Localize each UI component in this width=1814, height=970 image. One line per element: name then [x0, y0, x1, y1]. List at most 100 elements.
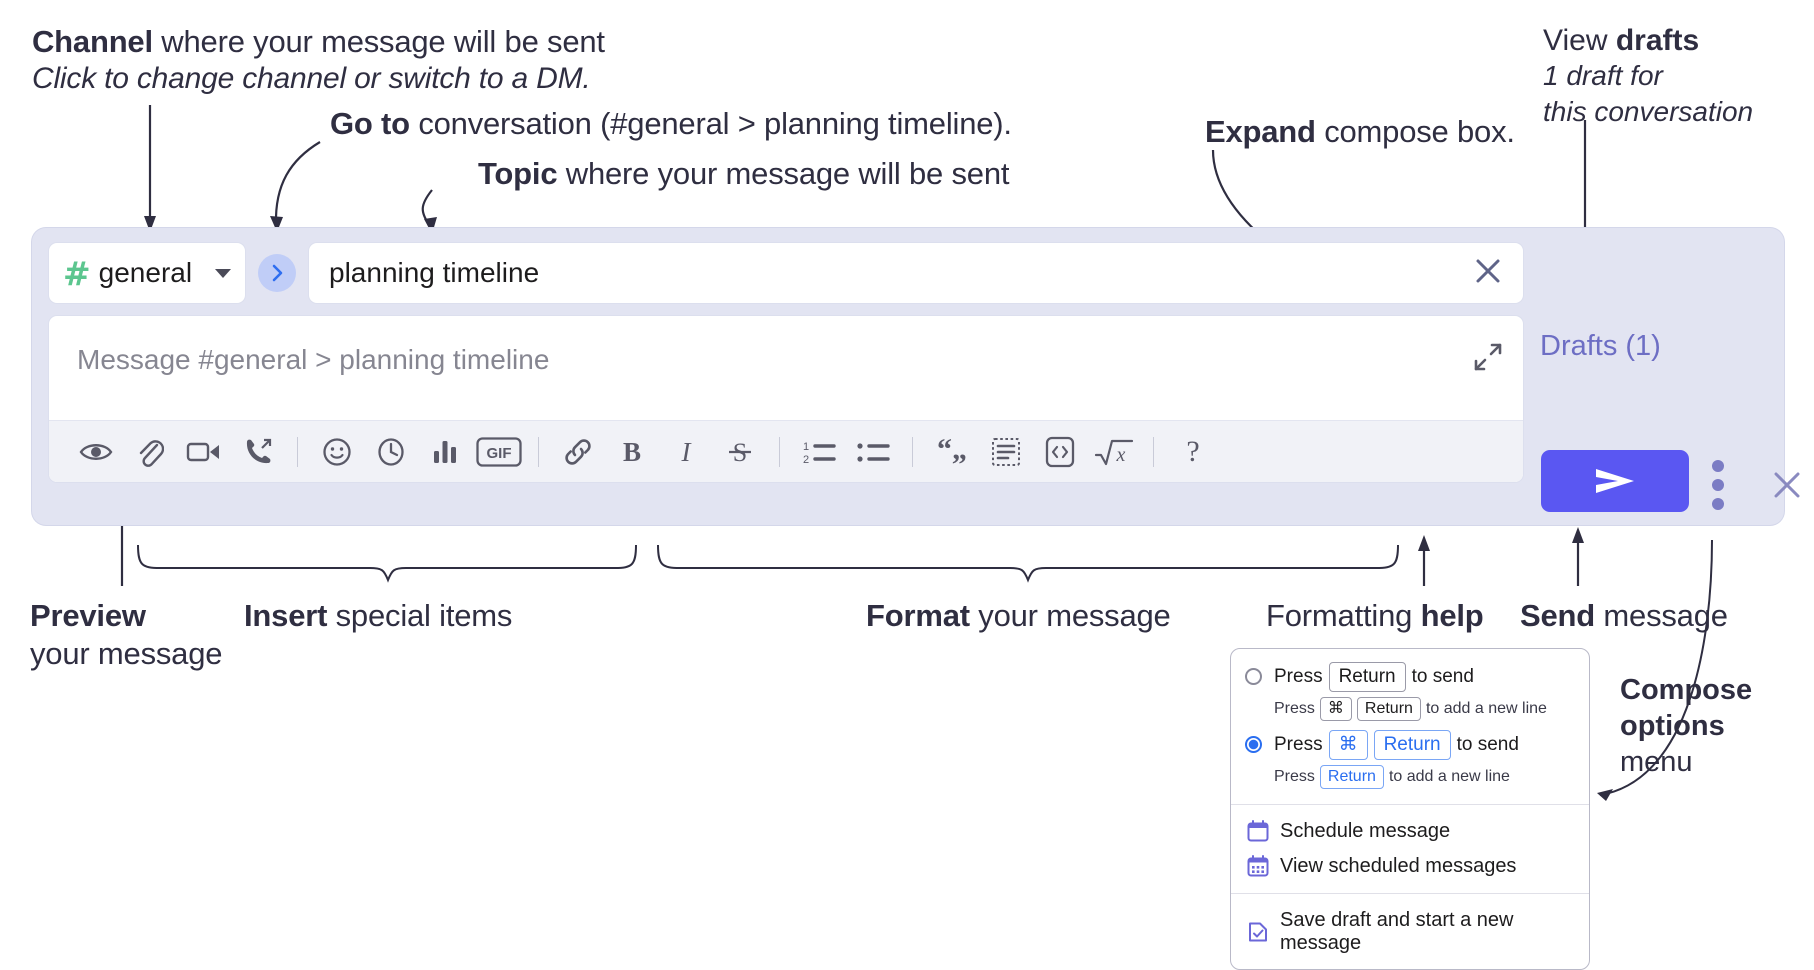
expand-compose-icon[interactable]	[1473, 342, 1503, 377]
italic-icon[interactable]: I	[659, 430, 713, 474]
calendar-grid-icon	[1247, 855, 1269, 877]
help-icon[interactable]: ?	[1166, 430, 1220, 474]
svg-text:I: I	[681, 437, 693, 467]
menu-item-label: View scheduled messages	[1280, 854, 1517, 877]
compose-box: # general planning timeline	[32, 228, 1800, 525]
menu-divider	[1231, 892, 1589, 894]
preview-icon[interactable]	[69, 430, 123, 474]
menu-option-label: Press ⌘ Return to send	[1274, 729, 1519, 760]
ordered-list-icon[interactable]: 1 2	[792, 430, 846, 474]
attachment-icon[interactable]	[123, 430, 177, 474]
clock-icon[interactable]	[364, 430, 418, 474]
compose-options-menu: Press Return to send Press ⌘ Return to a…	[1230, 648, 1590, 970]
go-to-conversation-button[interactable]	[258, 254, 296, 292]
sub-tail-text: to add a new line	[1425, 699, 1547, 717]
toolbar-separator	[297, 436, 298, 467]
annotation-preview: Preview	[30, 598, 146, 633]
annotation-compose-options-3: menu	[1620, 746, 1693, 778]
radio-unselected-icon[interactable]	[1245, 668, 1262, 686]
annotation-drafts: View drafts	[1543, 24, 1700, 57]
menu-divider	[1231, 803, 1589, 805]
annotation-compose-options-1: Compose	[1620, 674, 1753, 706]
blockquote-icon[interactable]: “„	[925, 430, 979, 474]
topic-input[interactable]: planning timeline	[308, 242, 1524, 304]
svg-text:2: 2	[803, 454, 809, 466]
annotation-expand: Expand compose box.	[1205, 114, 1515, 149]
strikethrough-icon[interactable]: S	[713, 430, 767, 474]
annotation-topic: Topic where your message will be sent	[478, 156, 1010, 191]
calendar-schedule-icon	[1247, 820, 1269, 842]
annotation-channel-sub: Click to change channel or switch to a D…	[32, 62, 591, 95]
tail-text: to send	[1411, 665, 1474, 687]
formatting-toolbar: GIF B I	[49, 420, 1523, 482]
drafts-link[interactable]: Drafts (1)	[1540, 330, 1661, 362]
menu-option-cmd-return-to-send[interactable]: Press ⌘ Return to send	[1231, 727, 1589, 763]
kebab-dot	[1712, 479, 1724, 491]
message-editor: Message #general > planning timeline	[48, 315, 1524, 483]
tail-text: to send	[1456, 733, 1519, 755]
annotation-goto: Go to conversation (#general > planning …	[330, 106, 1012, 141]
menu-item-view-scheduled-messages[interactable]: View scheduled messages	[1231, 849, 1589, 884]
chevron-down-icon	[215, 268, 231, 278]
message-placeholder: Message #general > planning timeline	[77, 344, 550, 375]
code-block-icon[interactable]	[979, 430, 1033, 474]
menu-option-return-to-send[interactable]: Press Return to send	[1231, 659, 1589, 695]
compose-left-column: # general planning timeline	[48, 242, 1524, 483]
bold-icon[interactable]: B	[605, 430, 659, 474]
menu-item-save-draft[interactable]: Save draft and start a new message	[1231, 903, 1589, 961]
key-return: Return	[1319, 764, 1384, 789]
poll-icon[interactable]	[418, 430, 472, 474]
save-draft-icon	[1249, 922, 1267, 941]
code-icon[interactable]	[1033, 430, 1087, 474]
topic-value: planning timeline	[329, 257, 540, 288]
menu-item-label: Schedule message	[1280, 819, 1451, 842]
emoji-icon[interactable]	[310, 430, 364, 474]
menu-option-return-subtext: Press ⌘ Return to add a new line	[1231, 695, 1589, 727]
toolbar-separator	[538, 436, 539, 467]
audio-call-icon[interactable]	[231, 430, 285, 474]
svg-text:1: 1	[803, 441, 809, 453]
toolbar-separator	[779, 436, 780, 467]
menu-item-schedule-message[interactable]: Schedule message	[1231, 814, 1589, 849]
gif-icon[interactable]: GIF	[472, 430, 526, 474]
toolbar-separator	[912, 436, 913, 467]
menu-option-cmd-return-subtext: Press Return to add a new line	[1231, 763, 1589, 795]
sub-tail-text: to add a new line	[1388, 767, 1510, 785]
send-button[interactable]	[1541, 450, 1689, 512]
svg-text:B: B	[623, 437, 641, 467]
annotation-format: Format your message	[866, 598, 1171, 633]
annotation-insert: Insert special items	[244, 598, 513, 633]
annotation-drafts-sub2: this conversation	[1543, 96, 1754, 127]
message-input[interactable]: Message #general > planning timeline	[49, 316, 1523, 420]
toolbar-separator	[1153, 436, 1154, 467]
svg-text:x: x	[1116, 444, 1126, 466]
key-return: Return	[1373, 729, 1451, 760]
key-return: Return	[1328, 662, 1406, 692]
menu-option-label: Press Return to send	[1274, 662, 1474, 692]
video-icon[interactable]	[177, 430, 231, 474]
bulleted-list-icon[interactable]	[846, 430, 900, 474]
screenshot-root: Channel where your message will be sent …	[30, 24, 1800, 970]
clear-topic-icon[interactable]	[1471, 254, 1505, 293]
annotation-drafts-sub1: 1 draft for	[1543, 60, 1663, 91]
key-command: ⌘	[1319, 696, 1352, 721]
math-icon[interactable]: x	[1087, 430, 1141, 474]
press-text: Press	[1274, 665, 1323, 687]
sub-press-text: Press	[1274, 767, 1315, 785]
link-icon[interactable]	[551, 430, 605, 474]
svg-text:“„: “„	[937, 437, 967, 466]
annotation-send: Send message	[1520, 598, 1728, 633]
press-text: Press	[1274, 733, 1323, 755]
key-command: ⌘	[1328, 729, 1368, 760]
send-icon	[1596, 469, 1634, 493]
svg-text:GIF: GIF	[487, 445, 512, 462]
close-compose-icon[interactable]	[1770, 468, 1804, 507]
radio-selected-icon[interactable]	[1245, 736, 1262, 754]
annotation-help: Formatting help	[1266, 598, 1484, 633]
annotation-channel: Channel where your message will be sent	[32, 24, 605, 59]
compose-options-button[interactable]	[1712, 460, 1724, 517]
compose-header-row: # general planning timeline	[48, 242, 1524, 304]
key-return: Return	[1356, 696, 1421, 721]
channel-selector[interactable]: # general	[48, 242, 246, 304]
hash-icon: #	[63, 253, 91, 293]
